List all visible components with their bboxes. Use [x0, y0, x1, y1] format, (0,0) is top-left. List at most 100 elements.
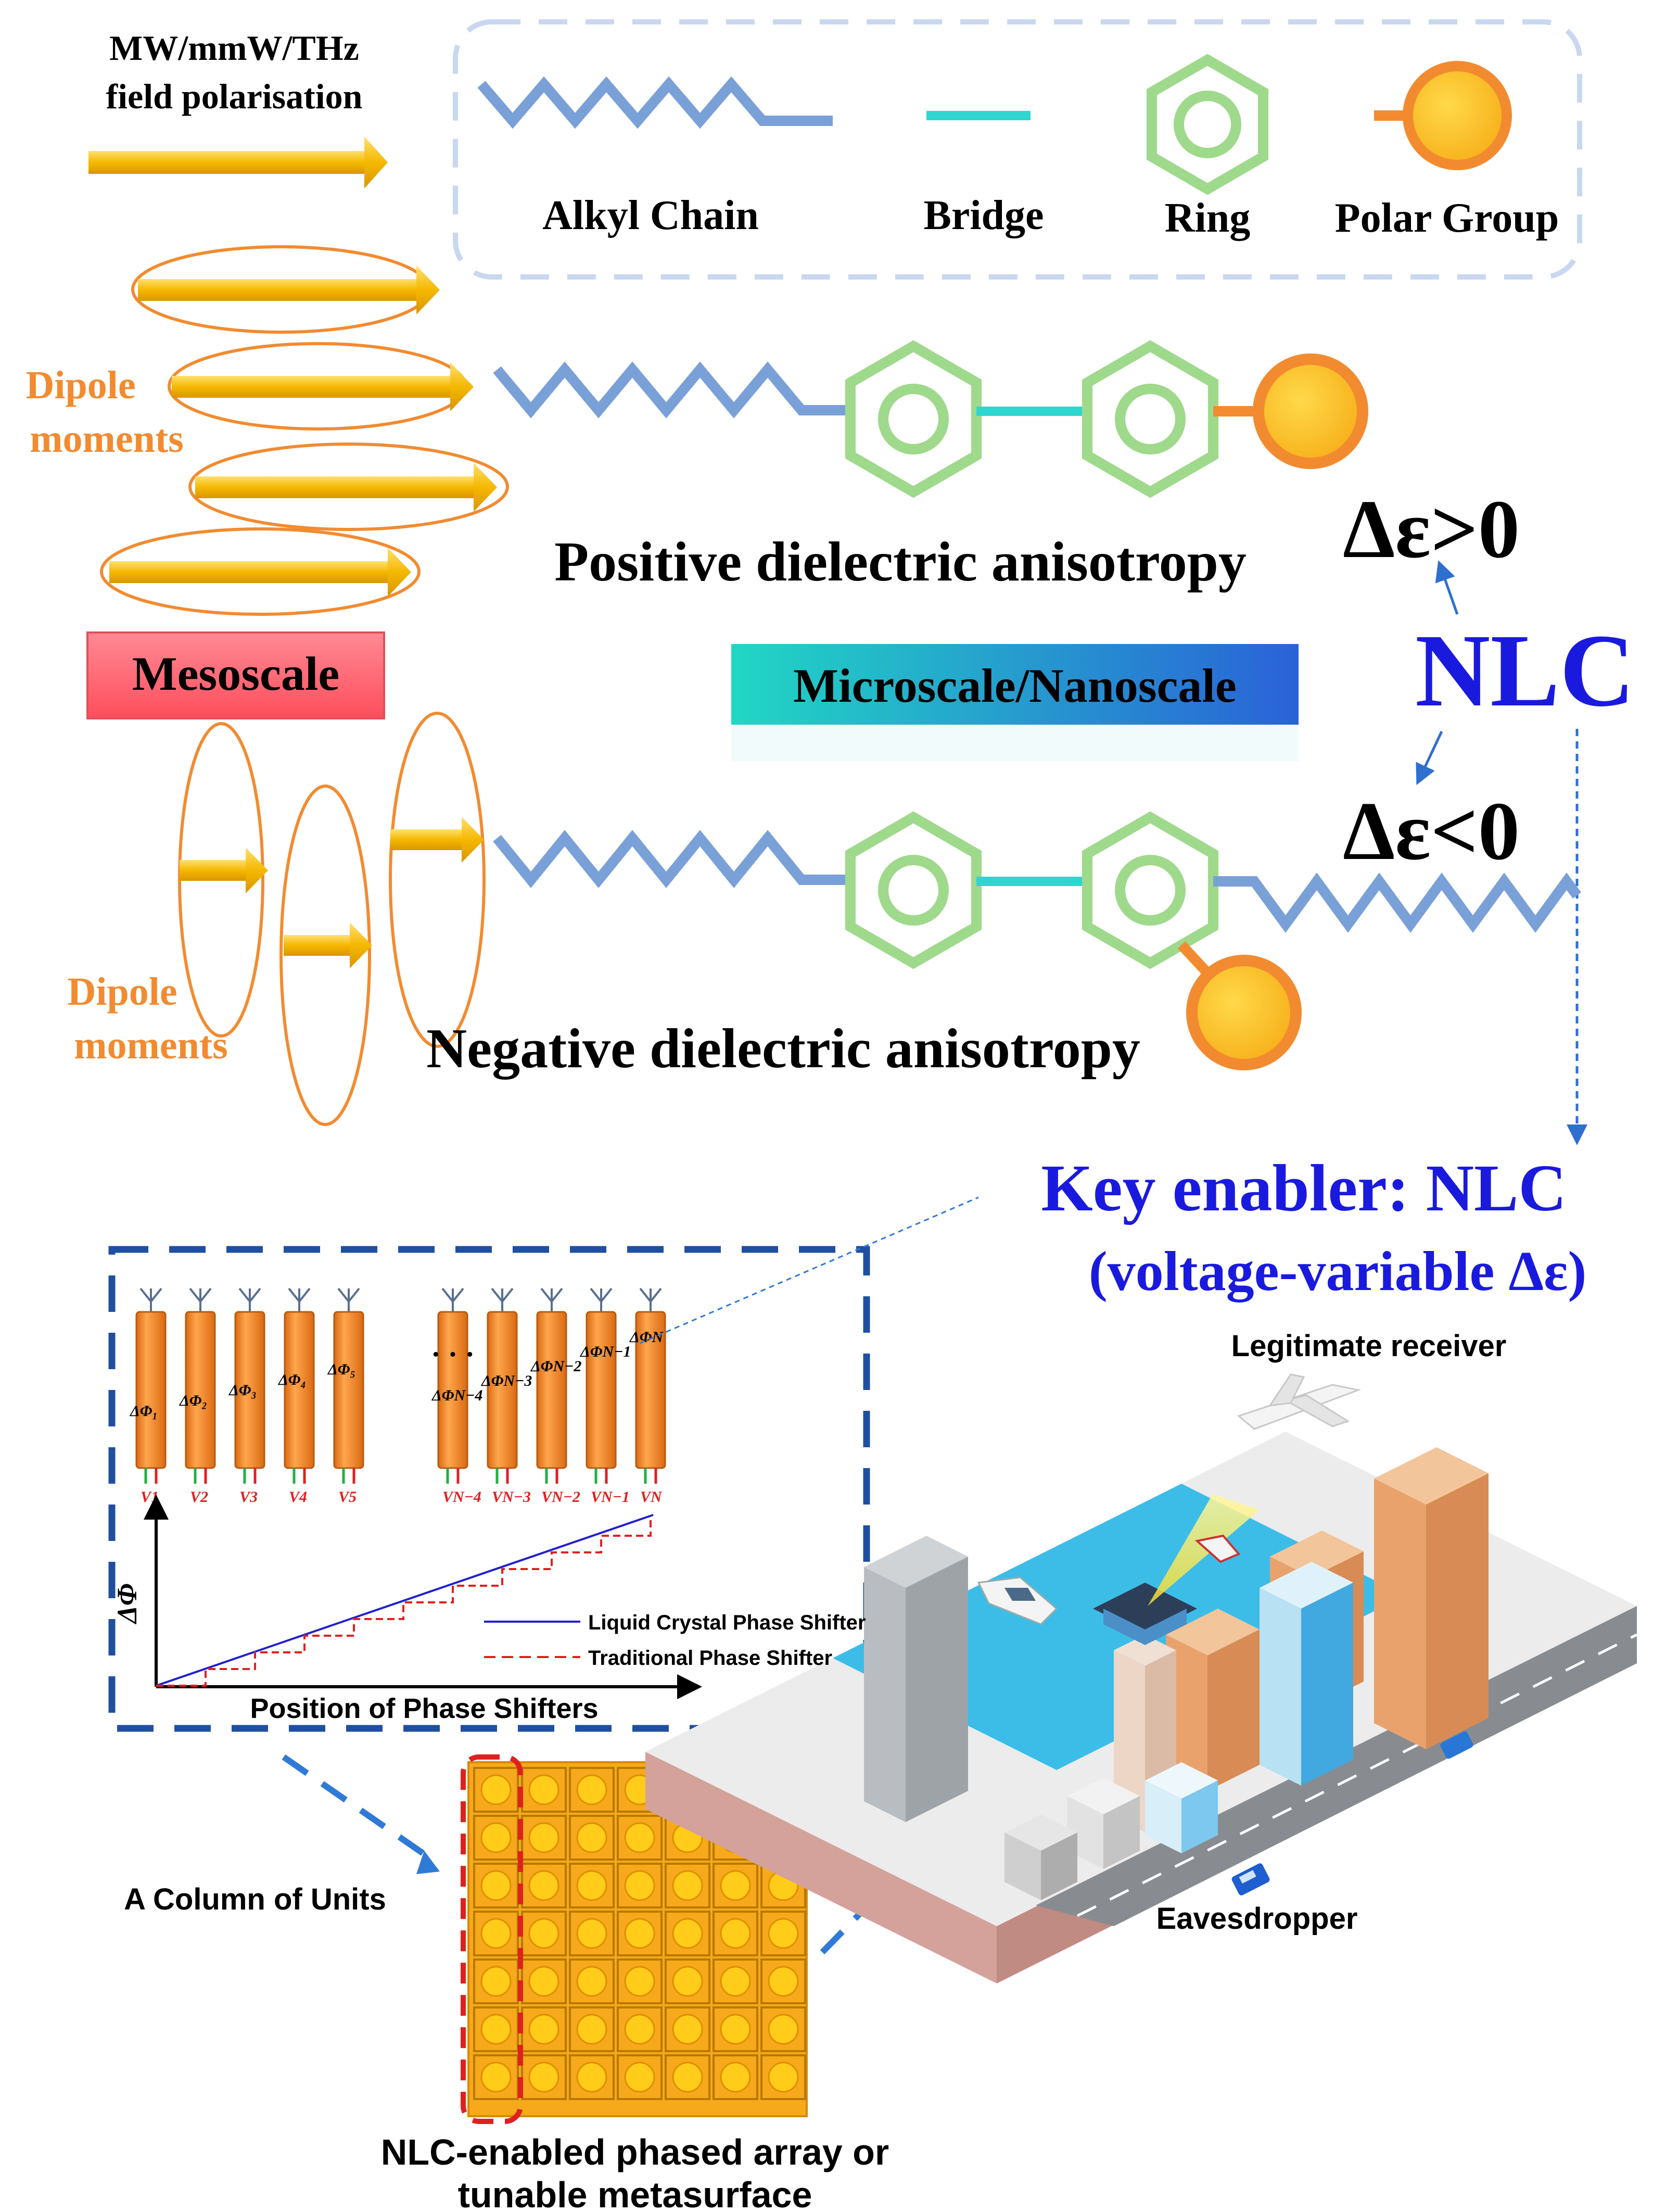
legend-ring-symbol: [1147, 54, 1268, 195]
voltage-label: V4: [289, 1488, 307, 1506]
eavesdropper-label: Eavesdropper: [1156, 1902, 1358, 1936]
legend-bridge-label: Bridge: [923, 193, 1044, 238]
legend-ring-label: Ring: [1165, 195, 1251, 241]
unit-cell-patch: [672, 1870, 703, 1901]
positive-dipole-label-line2: moments: [30, 417, 184, 461]
phase-shifter-tube: [135, 1311, 167, 1469]
phase-shift-label: ΔΦ₁: [130, 1402, 158, 1420]
legend-lc-label: Liquid Crystal Phase Shifter: [588, 1611, 866, 1634]
unit-cell-patch: [576, 1966, 607, 1997]
antenna-icon: [491, 1287, 514, 1312]
phase-shift-label: ΔΦN: [629, 1329, 664, 1346]
field-polarisation-arrow: [88, 136, 388, 188]
eavesdropper-car-icon: [1231, 1863, 1270, 1895]
voltage-label: VN−1: [591, 1488, 630, 1506]
car-blue-icon: [1440, 1731, 1473, 1759]
mesoscale-box: [86, 631, 385, 719]
building-blue: [1260, 1562, 1353, 1786]
phase-shifter-array: ΔΦ₁V1ΔΦ₂V2ΔΦ₃V3ΔΦ₄V4ΔΦ₅V5ΔΦN−4VN−4ΔΦN−3V…: [130, 1287, 666, 1506]
city-scene: [645, 1373, 1638, 1983]
legend-alkyl-chain-symbol: [477, 76, 833, 129]
unit-cell-patch: [576, 1774, 607, 1805]
key-enabler-to-panel-connector: [640, 1196, 979, 1344]
phase-shifter-tube: [635, 1311, 666, 1469]
dipole-ellipse: [178, 722, 268, 1038]
unit-column-highlight: [461, 1754, 523, 2124]
phase-shift-label: ΔΦ₂: [179, 1392, 207, 1409]
column-of-units-label: A Column of Units: [124, 1882, 386, 1916]
unit-cell-patch: [528, 2014, 560, 2045]
microscale-box-reflection: [731, 725, 1299, 761]
phase-shift-label: ΔΦN−3: [481, 1372, 532, 1389]
legend-polar-group-label: Polar Group: [1335, 195, 1559, 241]
unit-cell-patch: [624, 2014, 655, 2045]
phase-shifter-tube: [437, 1311, 468, 1469]
unit-cell-patch: [480, 1870, 512, 1901]
unit-cell-patch: [672, 2014, 703, 2045]
negative-anisotropy-label: Negative dielectric anisotropy: [426, 1018, 1140, 1080]
voltage-label: V2: [190, 1488, 208, 1506]
unit-cell-patch: [624, 1966, 655, 1997]
negative-dipole-moments: [178, 712, 486, 1126]
unit-cell-patch: [576, 1822, 607, 1853]
phase-shift-label: ΔΦN−4: [431, 1387, 482, 1404]
beam-to-receiver: [1148, 1494, 1260, 1606]
voltage-label: V3: [239, 1488, 258, 1506]
phase-shifter-tube: [234, 1311, 265, 1469]
phase-shift-label: ΔΦ₅: [327, 1361, 355, 1378]
unit-cell-patch: [624, 1822, 655, 1853]
dipole-ellipse: [389, 712, 486, 1048]
control-tower: [1093, 1583, 1197, 1832]
phase-shifter-tube: [185, 1311, 216, 1469]
phase-shift-label: ΔΦN−1: [580, 1343, 631, 1360]
unit-cell-patch: [768, 2062, 799, 2093]
unit-cell-patch: [720, 1966, 751, 1997]
antenna-icon: [441, 1287, 464, 1312]
unit-cell-patch: [624, 1870, 655, 1901]
unit-cell-patch: [720, 2014, 751, 2045]
building-white-blue: [1145, 1762, 1218, 1853]
positive-dipole-label-line1: Dipole: [26, 363, 135, 407]
phase-shift-label: ΔΦN−2: [530, 1358, 581, 1375]
unit-cell-patch: [480, 2062, 512, 2093]
key-enabler-label-line1: Key enabler: NLC: [1041, 1151, 1567, 1225]
positive-nlc-molecule: [493, 340, 1368, 498]
phase-shifter-tube: [487, 1311, 518, 1469]
nlc-to-positive-arrow: [1435, 560, 1459, 615]
unit-cell-patch: [672, 1918, 703, 1949]
phase-shifter-tube: [284, 1311, 315, 1469]
unit-cell-patch: [480, 1822, 512, 1853]
dipole-ellipse: [100, 527, 421, 616]
phase-shift-label: ΔΦ₄: [278, 1371, 306, 1388]
lc-phase-line: [156, 1514, 654, 1687]
building-grey-small: [1004, 1814, 1077, 1900]
unit-cell-patch: [576, 1870, 607, 1901]
antenna-icon: [337, 1287, 360, 1312]
mesoscale-label: Mesoscale: [132, 647, 340, 700]
voltage-label: V5: [338, 1488, 357, 1506]
voltage-label: VN−3: [492, 1488, 531, 1506]
boat-icon: [977, 1576, 1058, 1625]
phase-shift-label: ΔΦ₃: [228, 1382, 257, 1399]
unit-cell-patch: [576, 2014, 607, 2045]
key-enabler-label-line2: (voltage-variable Δε): [1089, 1241, 1587, 1303]
array-caption-line2: tunable metasurface: [458, 2175, 812, 2212]
unit-cell-patch: [672, 2062, 703, 2093]
phase-chart-y-label: ΔΦ: [111, 1584, 143, 1624]
positive-dipole-moments: [100, 245, 509, 616]
voltage-label: VN−2: [541, 1488, 580, 1506]
antenna-icon: [540, 1287, 563, 1312]
negative-nlc-molecule: [493, 811, 1582, 1070]
unit-cell-patch: [528, 1774, 560, 1805]
unit-cell-patch: [576, 1918, 607, 1949]
legitimate-receiver-label: Legitimate receiver: [1231, 1329, 1507, 1363]
building-orange-tall: [1374, 1447, 1489, 1749]
antenna-icon: [189, 1287, 212, 1312]
panel-to-array-arrow: [282, 1754, 429, 1859]
city-ground-side-left: [645, 1752, 997, 1983]
dipole-ellipse: [168, 342, 474, 431]
dipole-ellipse: [131, 245, 440, 334]
unit-cell-patch: [528, 1822, 560, 1853]
array-caption-line1: NLC-enabled phased array or: [381, 2132, 889, 2172]
